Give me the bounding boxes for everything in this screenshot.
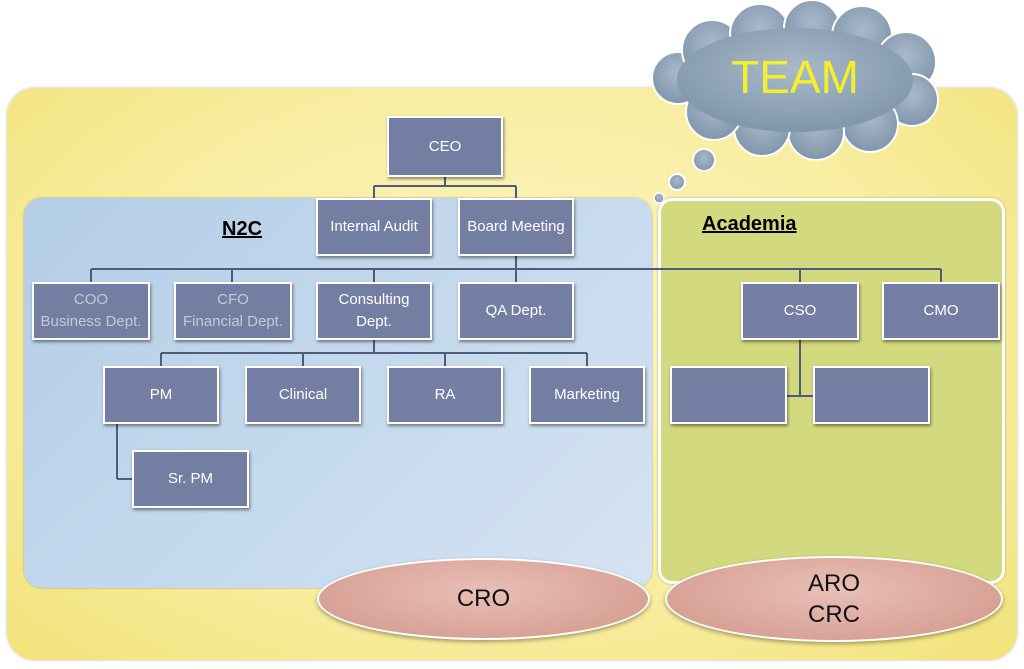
cmo-node: CMO [882, 282, 1000, 340]
cro-label: CRO [456, 585, 511, 613]
consulting-dept: Dept. [356, 313, 392, 330]
sr-pm-node: Sr. PM [132, 450, 249, 508]
academia-empty-node-left [670, 366, 787, 424]
sr-pm-label: Sr. PM [167, 470, 213, 488]
internal-audit-node: Internal Audit [316, 198, 432, 256]
ceo-label: CEO [428, 137, 462, 155]
marketing-label: Marketing [554, 386, 620, 404]
qa-label: QA Dept. [485, 302, 547, 320]
n2c-title: N2C [222, 218, 263, 240]
internal-audit-label: Internal Audit [330, 218, 418, 236]
coo-node: COO Business Dept. [32, 282, 150, 340]
aro-crc-ellipse: ARO CRC [665, 556, 1003, 642]
cso-node: CSO [741, 282, 859, 340]
ra-label: RA [434, 386, 456, 404]
cmo-label: CMO [923, 302, 959, 320]
cfo-dept: Financial Dept. [182, 313, 284, 330]
consulting-title: Consulting [338, 291, 410, 309]
board-meeting-node: Board Meeting [458, 198, 574, 256]
pm-node: PM [103, 366, 219, 424]
cfo-node: CFO Financial Dept. [174, 282, 292, 340]
cro-ellipse: CRO [317, 558, 650, 640]
academia-title: Academia [702, 213, 797, 235]
coo-title: COO [73, 291, 109, 309]
ra-node: RA [387, 366, 503, 424]
team-label: TEAM [731, 51, 859, 103]
ceo-node: CEO [387, 116, 503, 177]
qa-node: QA Dept. [458, 282, 574, 340]
cloud-bubble-medium [668, 173, 686, 191]
crc-label: CRC [808, 601, 860, 628]
coo-dept: Business Dept. [40, 313, 142, 330]
cloud-bubble-small [653, 192, 665, 204]
clinical-node: Clinical [245, 366, 361, 424]
cfo-title: CFO [217, 291, 249, 309]
marketing-node: Marketing [529, 366, 645, 424]
board-meeting-label: Board Meeting [467, 218, 565, 236]
cso-label: CSO [783, 302, 817, 320]
consulting-node: Consulting Dept. [316, 282, 432, 340]
pm-label: PM [149, 386, 173, 404]
academia-empty-node-right [813, 366, 930, 424]
aro-label: ARO [807, 569, 860, 597]
clinical-label: Clinical [278, 386, 328, 404]
cloud-bubble-large [692, 148, 716, 172]
